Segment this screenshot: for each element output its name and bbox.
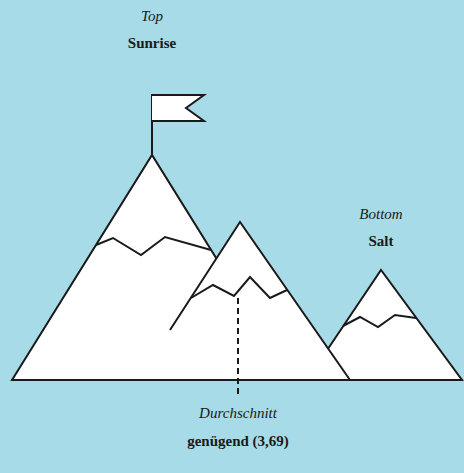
snow-line — [343, 315, 416, 327]
bottom-caption: Bottom — [359, 205, 402, 223]
middle-mountain-fill — [138, 222, 350, 380]
average-value: genügend (3,69) — [187, 432, 289, 450]
snow-line — [96, 237, 211, 255]
flag — [152, 95, 204, 121]
average-marker — [237, 298, 239, 396]
bottom-value: Salt — [368, 232, 393, 250]
top-caption: Top — [141, 7, 163, 25]
top-value: Sunrise — [128, 34, 176, 52]
snow-line — [191, 277, 287, 298]
average-caption: Durchschnitt — [199, 404, 277, 422]
